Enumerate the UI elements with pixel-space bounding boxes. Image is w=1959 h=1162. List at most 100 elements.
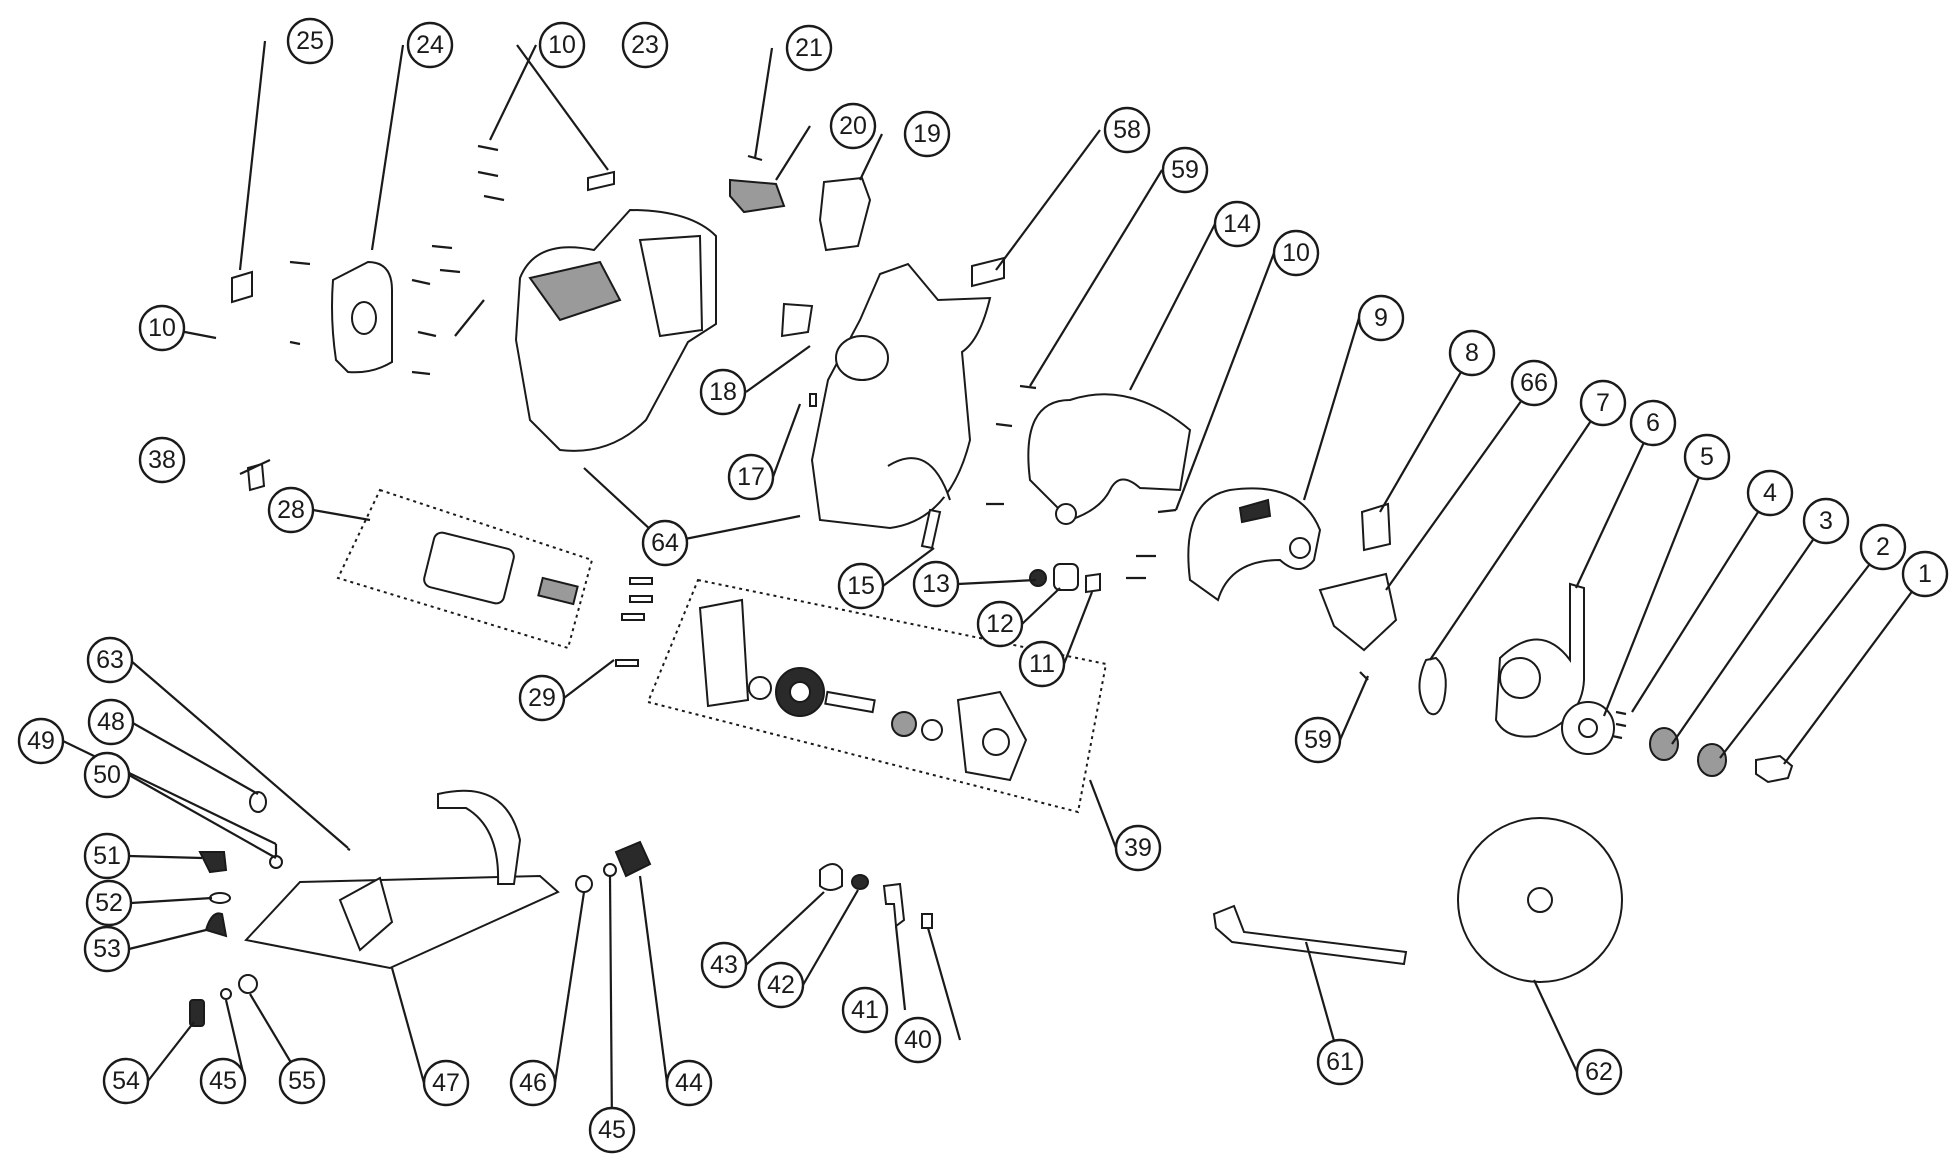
part-38 bbox=[246, 462, 266, 492]
callout-7: 7 bbox=[1579, 379, 1627, 427]
callout-50: 50 bbox=[83, 751, 131, 799]
part-motor-group-28 bbox=[336, 488, 594, 650]
callout-10: 10 bbox=[1272, 229, 1320, 277]
svg-text:41: 41 bbox=[851, 996, 879, 1024]
part-gearbox-group-39 bbox=[646, 578, 1108, 814]
part-base-plate-47 bbox=[244, 874, 560, 970]
svg-text:1: 1 bbox=[1918, 560, 1932, 588]
part-55 bbox=[238, 974, 258, 994]
part-illustrations bbox=[189, 144, 1794, 1027]
svg-text:2: 2 bbox=[1876, 533, 1890, 561]
part-screws-10-right bbox=[1126, 508, 1177, 580]
callout-17: 17 bbox=[727, 453, 775, 501]
svg-text:4: 4 bbox=[1763, 479, 1777, 507]
part-knob-53 bbox=[204, 912, 228, 938]
callout-46: 46 bbox=[509, 1059, 557, 1107]
part-lever-66 bbox=[1318, 572, 1398, 652]
svg-text:18: 18 bbox=[709, 378, 737, 406]
callout-24: 24 bbox=[406, 21, 454, 69]
callout-44: 44 bbox=[665, 1059, 713, 1107]
svg-text:59: 59 bbox=[1171, 156, 1199, 184]
svg-text:15: 15 bbox=[847, 572, 875, 600]
svg-text:10: 10 bbox=[1282, 239, 1310, 267]
callout-42: 42 bbox=[757, 961, 805, 1009]
svg-text:39: 39 bbox=[1124, 834, 1152, 862]
callout-45: 45 bbox=[588, 1106, 636, 1154]
part-lower-guard-9 bbox=[1187, 487, 1322, 602]
svg-text:23: 23 bbox=[631, 31, 659, 59]
svg-text:62: 62 bbox=[1585, 1058, 1613, 1086]
svg-text:21: 21 bbox=[795, 34, 823, 62]
callout-6: 6 bbox=[1629, 399, 1677, 447]
svg-text:17: 17 bbox=[737, 463, 765, 491]
callout-63: 63 bbox=[86, 636, 134, 684]
callout-53: 53 bbox=[83, 925, 131, 973]
svg-text:42: 42 bbox=[767, 971, 795, 999]
part-upper-guard-14 bbox=[1027, 393, 1192, 522]
callout-19: 19 bbox=[903, 110, 951, 158]
svg-text:12: 12 bbox=[986, 610, 1014, 638]
svg-text:8: 8 bbox=[1465, 339, 1479, 367]
callout-45: 45 bbox=[199, 1057, 247, 1105]
callout-54: 54 bbox=[102, 1057, 150, 1105]
svg-text:38: 38 bbox=[148, 446, 176, 474]
part-washer-45 bbox=[220, 988, 232, 1000]
part-42 bbox=[851, 874, 869, 890]
callout-3: 3 bbox=[1802, 497, 1850, 545]
svg-text:50: 50 bbox=[93, 761, 121, 789]
svg-text:20: 20 bbox=[839, 112, 867, 140]
callout-9: 9 bbox=[1357, 294, 1405, 342]
svg-text:44: 44 bbox=[675, 1069, 703, 1097]
svg-text:43: 43 bbox=[710, 951, 738, 979]
callout-61: 61 bbox=[1316, 1038, 1364, 1086]
svg-text:52: 52 bbox=[95, 889, 123, 917]
svg-text:59: 59 bbox=[1304, 726, 1332, 754]
callout-43: 43 bbox=[700, 941, 748, 989]
part-46 bbox=[575, 875, 593, 893]
callout-49: 49 bbox=[17, 717, 65, 765]
svg-text:46: 46 bbox=[519, 1069, 547, 1097]
callout-62: 62 bbox=[1575, 1048, 1623, 1096]
part-bushing-12 bbox=[1053, 563, 1079, 591]
svg-text:45: 45 bbox=[209, 1067, 237, 1095]
callout-4: 4 bbox=[1746, 469, 1794, 517]
callout-13: 13 bbox=[912, 560, 960, 608]
svg-text:19: 19 bbox=[913, 120, 941, 148]
callout-40: 40 bbox=[894, 1016, 942, 1064]
part-44 bbox=[614, 840, 652, 878]
part-nut-50 bbox=[269, 855, 283, 869]
svg-text:55: 55 bbox=[288, 1067, 316, 1095]
callout-52: 52 bbox=[85, 879, 133, 927]
part-motor-28 bbox=[423, 531, 515, 605]
callout-10: 10 bbox=[538, 21, 586, 69]
svg-text:58: 58 bbox=[1113, 116, 1141, 144]
part-knob-51 bbox=[198, 851, 228, 874]
part-screws-4 bbox=[1611, 710, 1627, 740]
part-saw-blade-62 bbox=[1457, 817, 1623, 983]
part-washer-3 bbox=[1649, 727, 1679, 761]
callouts: 25 24 10 23 21 20 19 58 59 14 10 10 18 1… bbox=[17, 17, 1949, 1154]
svg-text:63: 63 bbox=[96, 646, 124, 674]
part-washer-45-b bbox=[603, 863, 617, 877]
part-switch-button-20 bbox=[729, 178, 786, 214]
svg-text:64: 64 bbox=[651, 529, 679, 557]
part-spring-7 bbox=[1418, 656, 1447, 716]
svg-text:10: 10 bbox=[148, 314, 176, 342]
callout-2: 2 bbox=[1859, 523, 1907, 571]
part-screws-10-top bbox=[477, 144, 505, 202]
callout-58: 58 bbox=[1103, 106, 1151, 154]
part-13 bbox=[1029, 569, 1047, 587]
part-screw-11 bbox=[1085, 572, 1101, 594]
part-label-23 bbox=[587, 170, 615, 192]
part-40 bbox=[921, 913, 933, 929]
callout-48: 48 bbox=[87, 698, 135, 746]
callout-18: 18 bbox=[699, 368, 747, 416]
part-bevel-bracket-47 bbox=[437, 789, 522, 885]
callout-64: 64 bbox=[641, 519, 689, 567]
svg-text:61: 61 bbox=[1326, 1048, 1354, 1076]
svg-text:48: 48 bbox=[97, 708, 125, 736]
part-brushes-29 bbox=[615, 577, 653, 667]
callout-20: 20 bbox=[829, 102, 877, 150]
part-pin-17 bbox=[809, 393, 817, 407]
